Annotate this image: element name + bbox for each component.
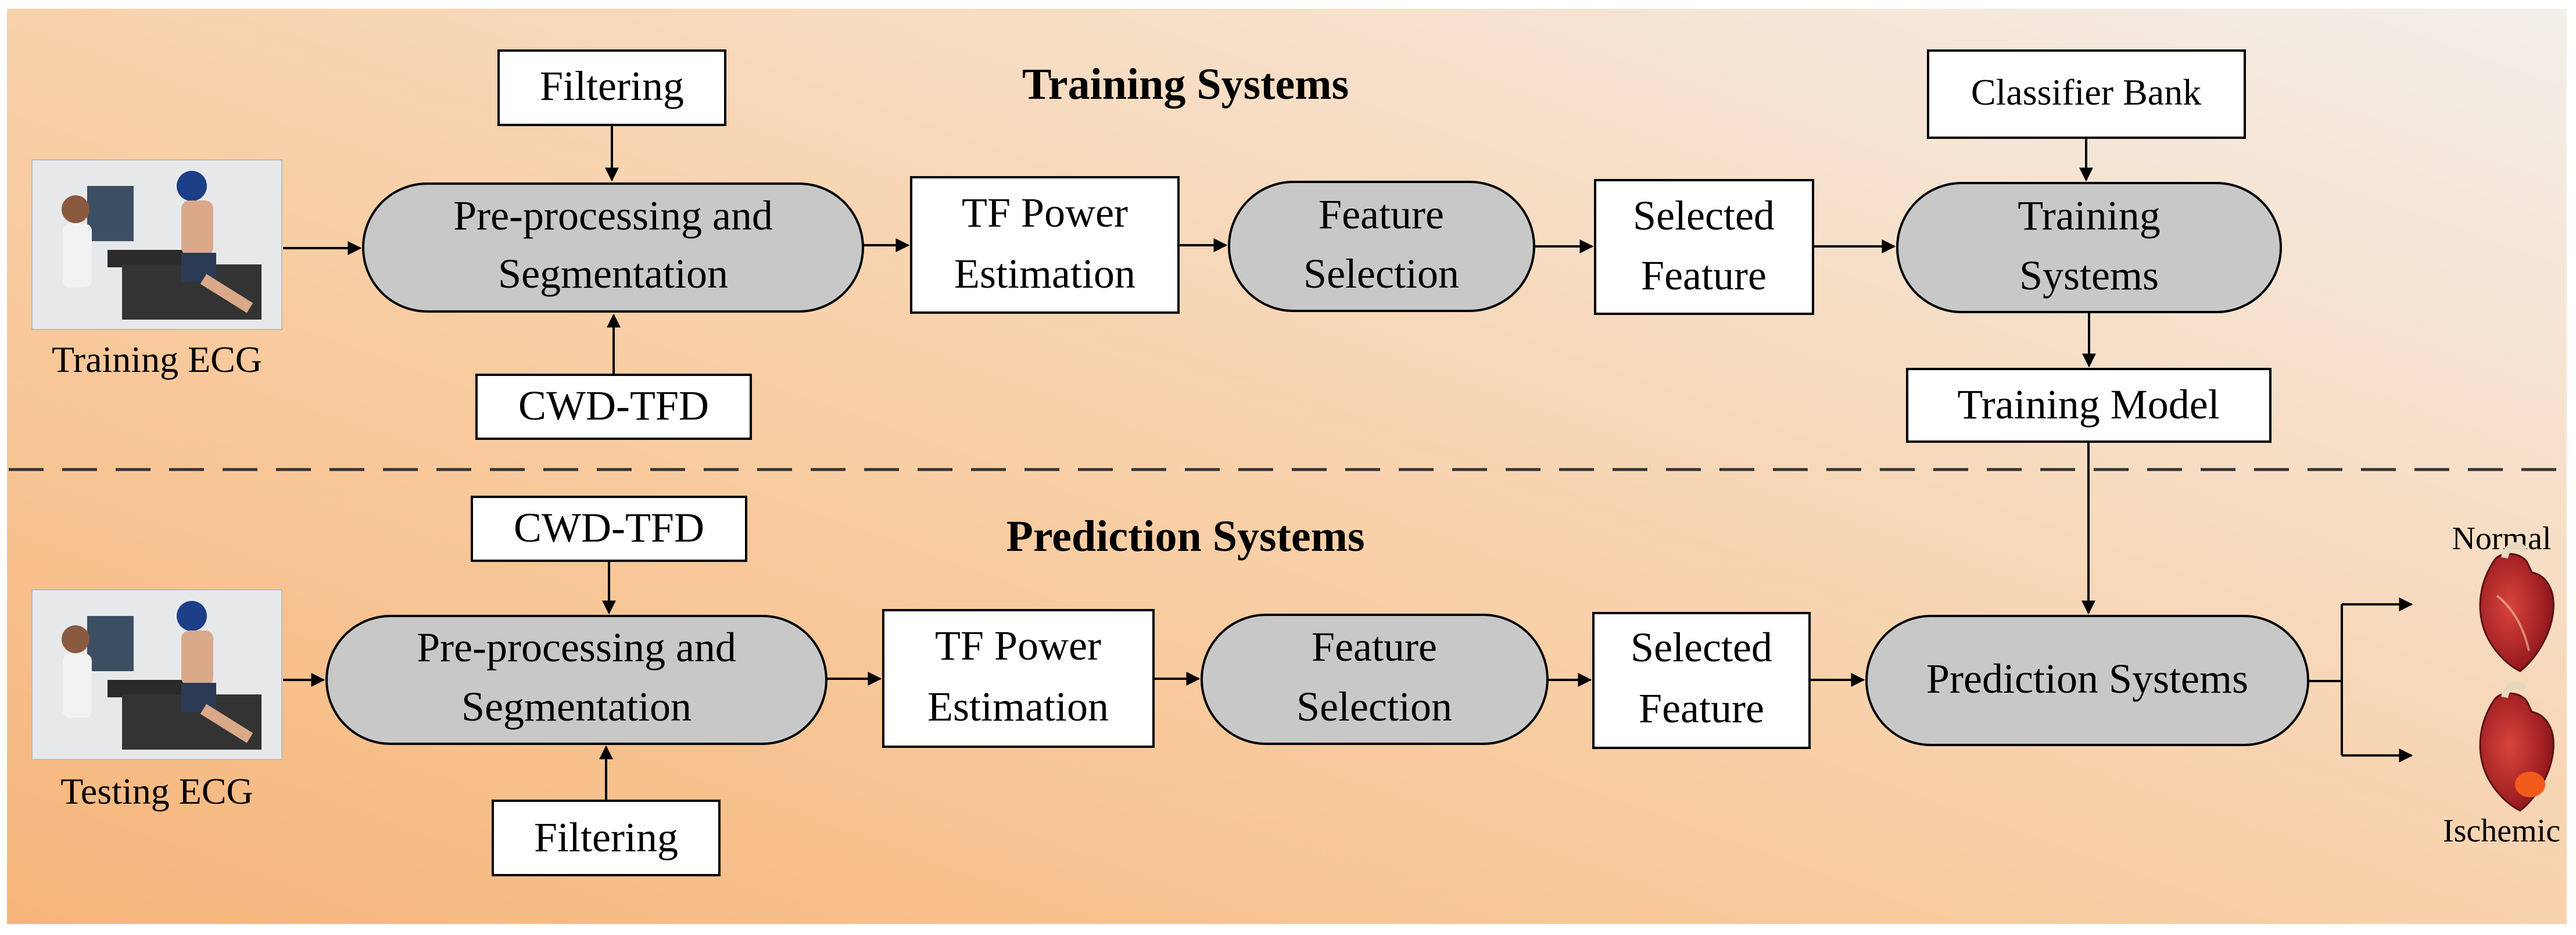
training-preprocessing-line1: Pre-processing and <box>453 192 773 239</box>
training-feature-selection-line2: Selection <box>1303 250 1459 297</box>
testing-ecg-caption: Testing ECG <box>60 771 253 812</box>
training-section-title: Training Systems <box>1022 60 1349 109</box>
heart-icon <box>2479 542 2554 672</box>
training-model-label: Training Model <box>1957 381 2219 428</box>
prediction-section-title: Prediction Systems <box>1006 512 1364 561</box>
prediction-preprocessing-line1: Pre-processing and <box>417 624 736 671</box>
training-selected-feature-line2: Feature <box>1641 252 1767 299</box>
training-feature-selection-line1: Feature <box>1319 191 1444 238</box>
training-preprocessing-node <box>362 182 864 313</box>
output-ischemic-label: Ischemic <box>2443 813 2560 849</box>
prediction-systems-label: Prediction Systems <box>1926 655 2248 702</box>
training-preprocessing-line2: Segmentation <box>498 250 728 297</box>
training-ecg-caption: Training ECG <box>52 339 262 380</box>
classifier-bank-label: Classifier Bank <box>1971 71 2201 113</box>
prediction-cwd-tfd-label: CWD-TFD <box>514 504 704 551</box>
training-tf-power-line2: Estimation <box>954 250 1135 297</box>
testing-ecg-photo <box>31 589 282 760</box>
training-filtering-label: Filtering <box>540 63 684 109</box>
output-normal-label: Normal <box>2452 521 2551 557</box>
prediction-tf-power-line2: Estimation <box>927 683 1109 730</box>
prediction-preprocessing-line2: Segmentation <box>461 683 692 730</box>
ischemic-region <box>2515 772 2545 797</box>
training-selected-feature-line1: Selected <box>1633 192 1775 239</box>
prediction-selected-feature-line1: Selected <box>1631 624 1772 671</box>
training-tf-power-box <box>910 176 1180 314</box>
training-selected-feature-box <box>1594 179 1814 315</box>
training-systems-line2: Systems <box>2019 252 2159 299</box>
background-panel <box>7 9 2567 924</box>
training-cwd-tfd-box <box>475 374 752 440</box>
training-tf-power-line1: TF Power <box>962 189 1128 236</box>
prediction-selected-feature-box <box>1592 612 1811 749</box>
training-ecg-photo <box>31 159 282 330</box>
prediction-cwd-tfd-box <box>471 496 747 562</box>
heart-icon <box>2479 681 2554 812</box>
training-systems-line1: Training <box>2018 192 2160 239</box>
training-cwd-tfd-label: CWD-TFD <box>518 382 709 429</box>
prediction-selected-feature-line2: Feature <box>1639 685 1764 732</box>
prediction-arrows <box>283 442 2413 801</box>
prediction-feature-selection-line2: Selection <box>1296 683 1452 730</box>
prediction-filtering-box <box>492 800 721 876</box>
prediction-filtering-label: Filtering <box>534 814 678 861</box>
prediction-feature-selection-line1: Feature <box>1312 624 1437 670</box>
prediction-tf-power-box <box>882 609 1155 748</box>
training-arrows <box>283 125 2096 375</box>
prediction-tf-power-line1: TF Power <box>935 622 1101 669</box>
